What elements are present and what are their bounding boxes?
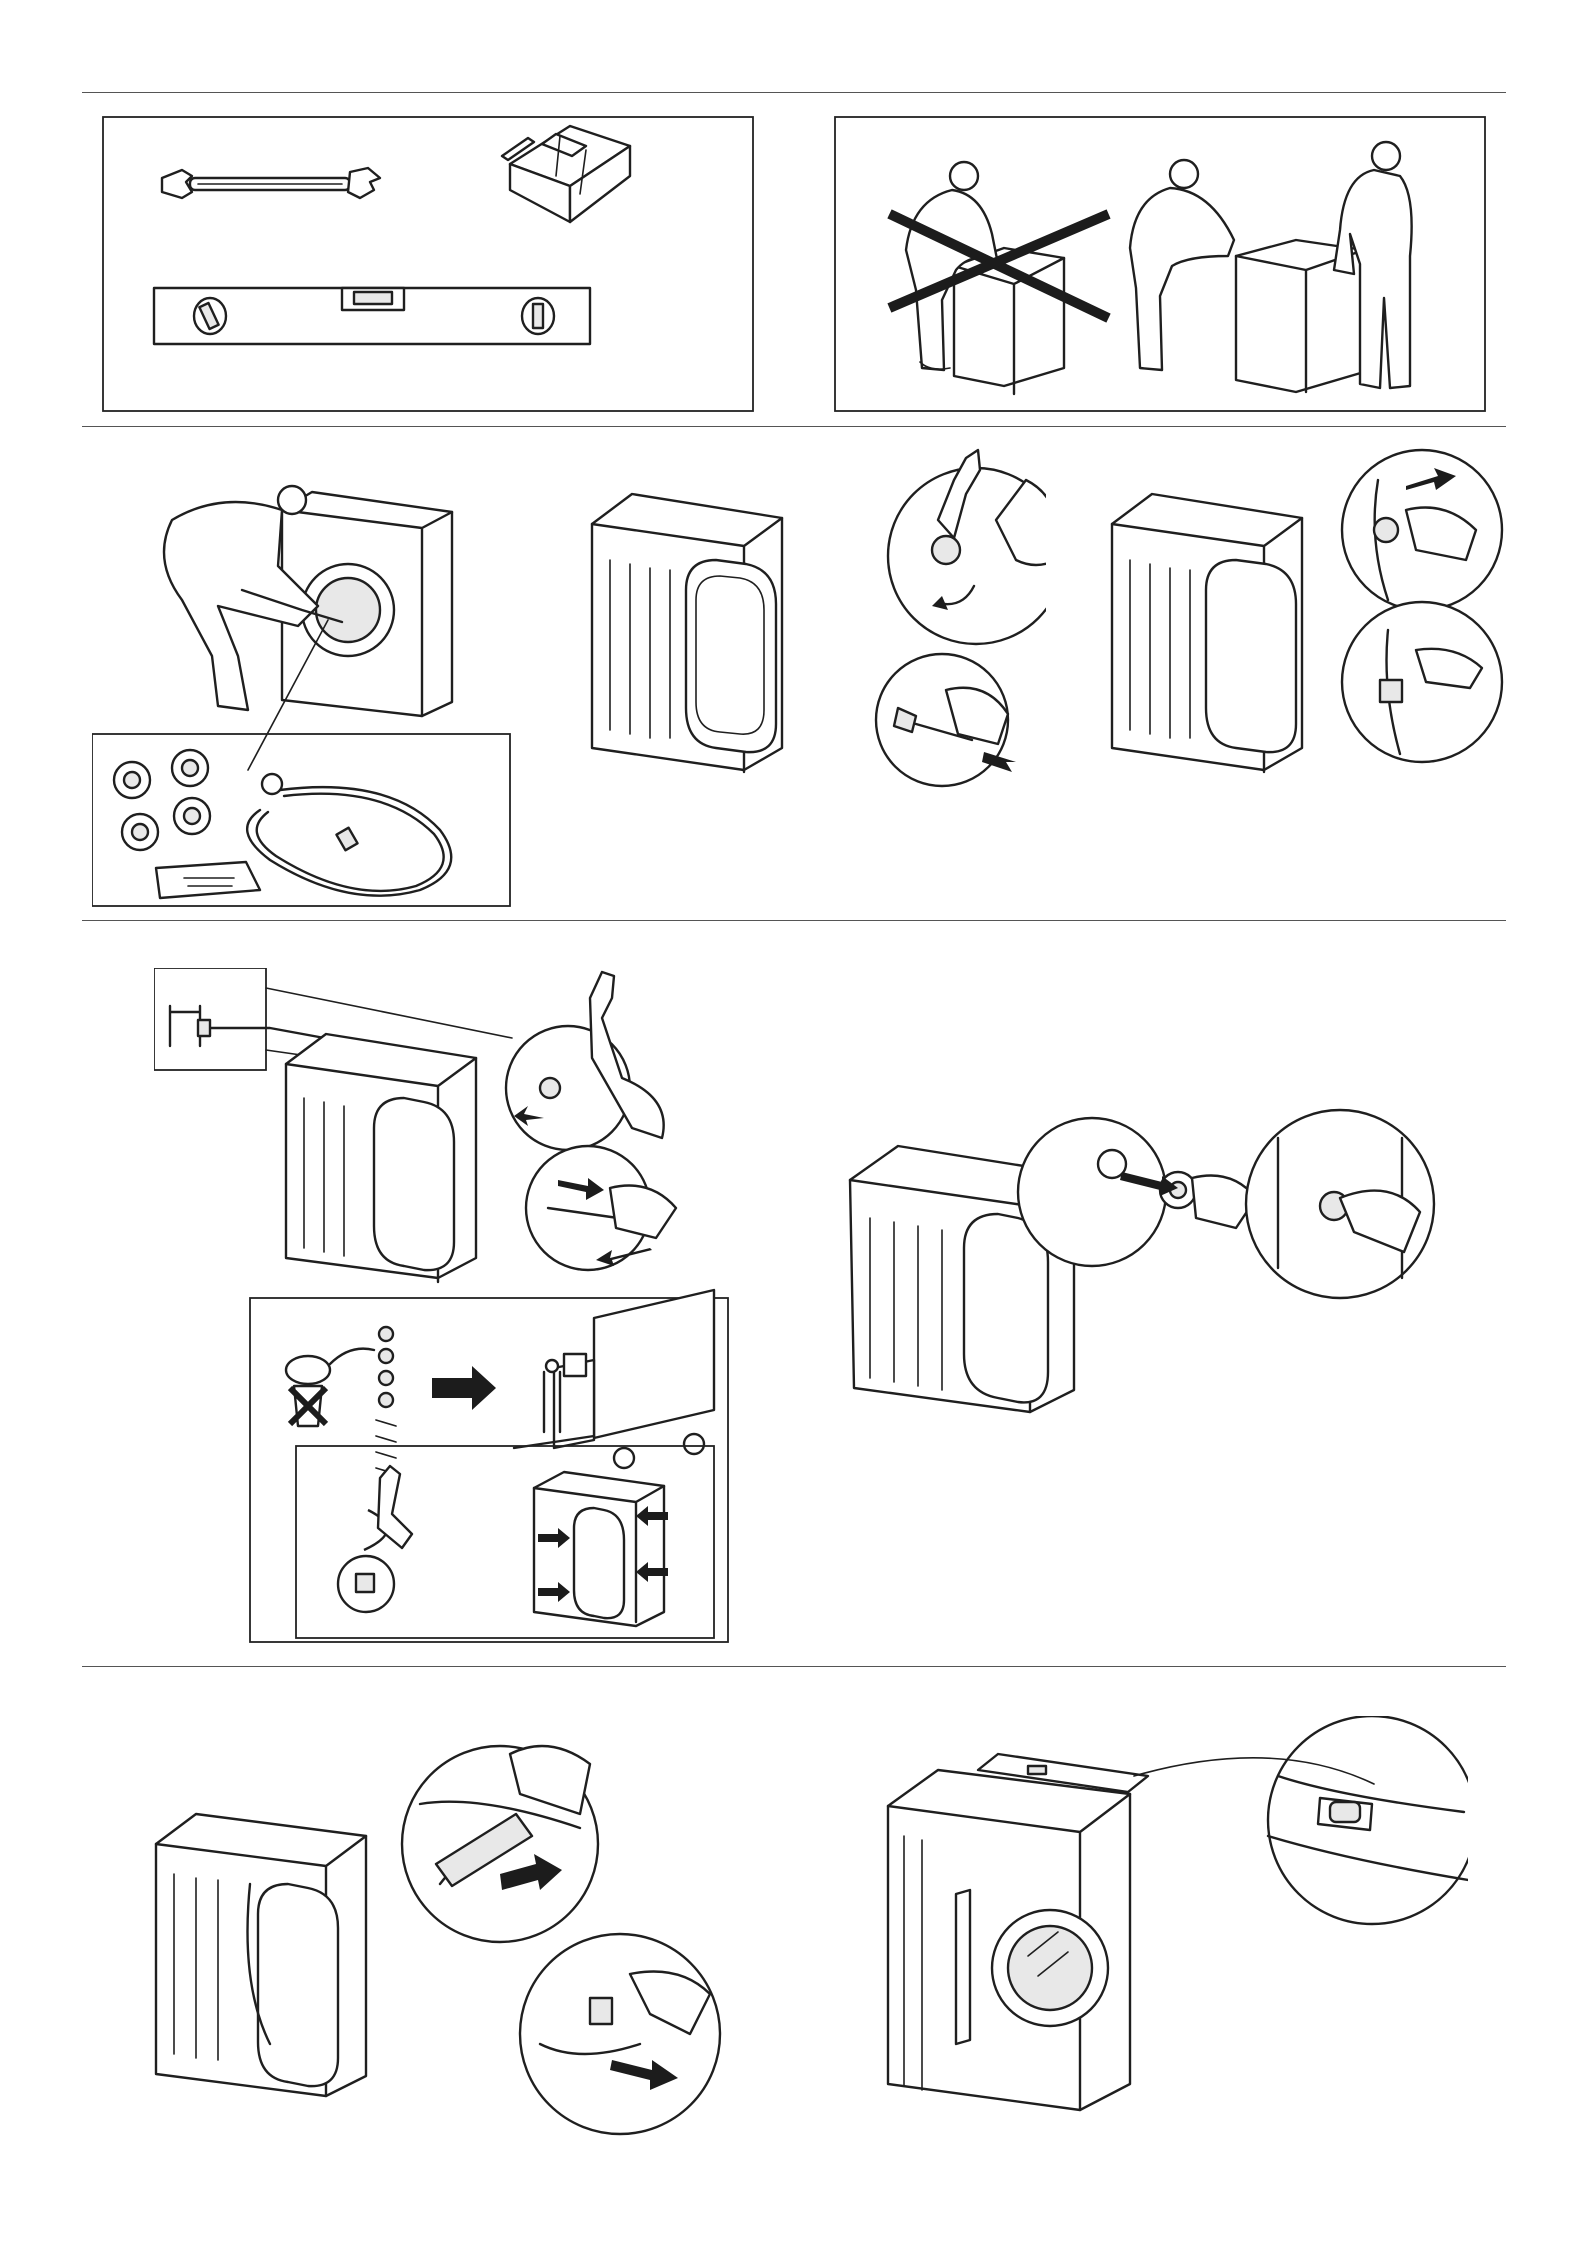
instruction-booklet-icon bbox=[156, 862, 260, 898]
bolt-positions-icon bbox=[338, 1466, 668, 1626]
truck-icon bbox=[514, 1290, 714, 1468]
washer-back-icon bbox=[156, 1814, 366, 2096]
section-divider bbox=[82, 426, 1506, 427]
remove-transit-bolts-figure bbox=[154, 968, 734, 1644]
spanner-detail-icon bbox=[506, 972, 676, 1270]
person-reaching-drum-icon bbox=[164, 486, 452, 770]
section-divider bbox=[82, 92, 1506, 93]
release-hose-clips-figure bbox=[1106, 440, 1506, 792]
spirit-level-icon bbox=[154, 288, 590, 344]
hose-clip-detail-icon bbox=[402, 1746, 720, 2134]
loosen-transit-bolts-figure bbox=[586, 440, 1046, 792]
tools-figure bbox=[102, 116, 754, 412]
bubble-detail-icon bbox=[1134, 1716, 1468, 1924]
toolbox-icon bbox=[502, 126, 630, 222]
cover-cap-detail-icon bbox=[1018, 1110, 1434, 1298]
section-divider bbox=[82, 1666, 1506, 1667]
person-lifting-alone-icon bbox=[906, 162, 1064, 394]
washer-back-icon bbox=[1112, 494, 1302, 772]
keep-bolts-icon bbox=[286, 1327, 496, 1474]
plugs-icon bbox=[114, 750, 210, 850]
wrench-icon bbox=[162, 168, 380, 198]
unpack-accessories-figure bbox=[92, 450, 512, 910]
level-machine-figure bbox=[878, 1716, 1468, 2146]
unclip-drain-hose-figure bbox=[150, 1734, 770, 2154]
lifting-figure bbox=[834, 116, 1486, 412]
spanner-detail-icon bbox=[888, 450, 1046, 644]
inlet-hose-icon bbox=[247, 774, 451, 896]
section-divider bbox=[82, 920, 1506, 921]
fit-cover-caps-figure bbox=[842, 1108, 1492, 1438]
washer-back-icon bbox=[592, 494, 782, 772]
bolt-removal-icon bbox=[876, 654, 1016, 786]
washer-front-icon bbox=[888, 1770, 1130, 2110]
clip-release-detail-icon bbox=[1342, 450, 1502, 762]
washer-back-icon bbox=[286, 1034, 476, 1282]
two-person-lift-icon bbox=[1130, 142, 1412, 392]
